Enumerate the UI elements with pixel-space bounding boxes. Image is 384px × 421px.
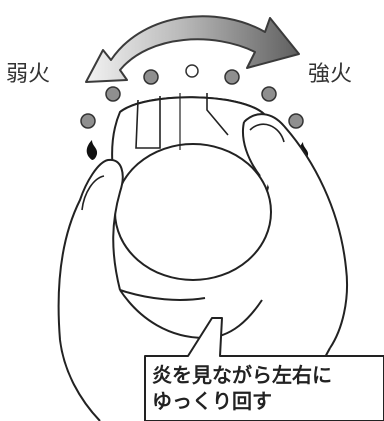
callout-line-1: 炎を見ながら左右に xyxy=(152,363,332,387)
high-heat-label: 強火 xyxy=(308,62,353,87)
callout-line-2: ゆっくり回す xyxy=(152,389,272,413)
heat-level-dots xyxy=(80,64,304,129)
left-thumb xyxy=(57,158,124,341)
heat-dot-1 xyxy=(80,113,96,129)
right-fingers xyxy=(242,113,349,349)
callout-box xyxy=(144,317,384,421)
callout-text: 炎を見ながら左右に ゆっくり回す xyxy=(152,362,384,414)
heat-dot-7 xyxy=(288,113,304,129)
low-heat-label: 弱火 xyxy=(6,62,51,87)
heat-dot-5 xyxy=(224,69,240,85)
flame-left-icon xyxy=(86,140,98,160)
heat-dot-6 xyxy=(261,86,277,102)
rotation-arrow-icon xyxy=(85,15,300,83)
heat-dot-2 xyxy=(105,86,121,102)
heat-dot-3 xyxy=(143,69,159,85)
heat-dot-4 xyxy=(185,64,199,78)
gas-knob xyxy=(111,93,273,281)
